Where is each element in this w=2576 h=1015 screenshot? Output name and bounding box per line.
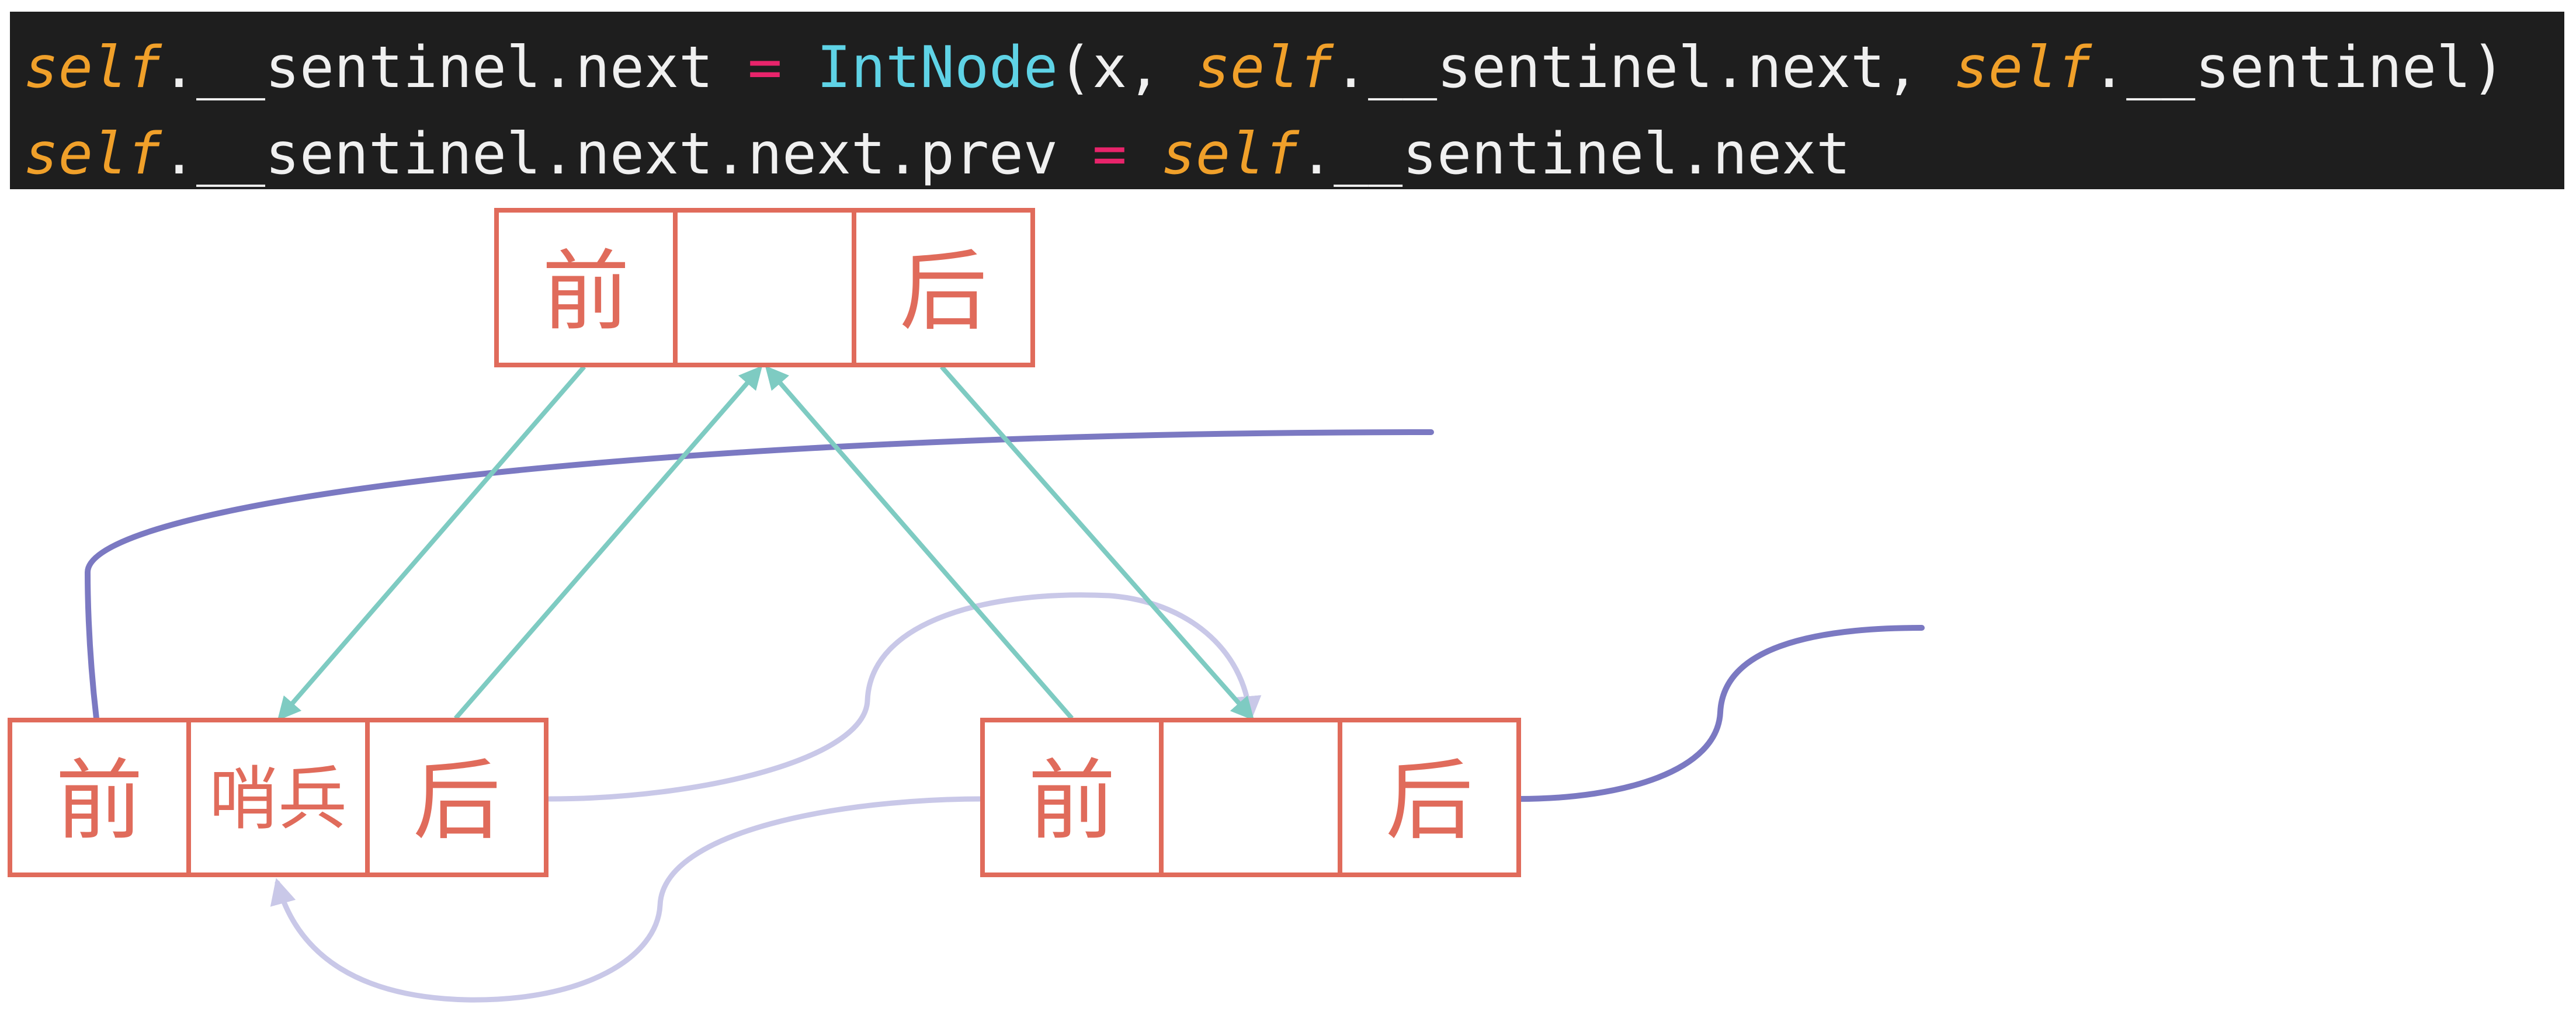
sentinel-next-label: 后 — [413, 750, 501, 852]
code-token: .__sentinel.next — [1299, 121, 1851, 187]
code-token: (x, — [1058, 34, 1196, 101]
code-line-1: self.__sentinel.next = IntNode(x, self._… — [24, 33, 2505, 103]
sentinel-item-cell — [186, 718, 370, 877]
code-token: .__sentinel.next, — [1334, 34, 1954, 101]
new-node-next-cell — [852, 208, 1035, 367]
code-line-2: self.__sentinel.next.next.prev = self.__… — [24, 119, 1851, 189]
new-node: 前 后 — [494, 208, 1035, 367]
code-token: IntNode — [817, 34, 1058, 101]
code-panel: self.__sentinel.next = IntNode(x, self._… — [10, 12, 2564, 189]
code-token: .__sentinel.next.next.prev — [162, 121, 1093, 187]
sentinel-prev-cell — [8, 718, 191, 877]
code-token: = — [1092, 121, 1127, 187]
code-token: .__sentinel) — [2092, 34, 2506, 101]
new-node-prev-label: 前 — [542, 241, 630, 343]
new-node-next-label: 后 — [900, 241, 987, 343]
new-node-item-cell — [673, 208, 856, 367]
code-token: self — [1161, 121, 1300, 187]
sentinel-prev-label: 前 — [55, 750, 143, 852]
old-first-prev-curve — [270, 796, 984, 1003]
old-first-node: 前 后 — [980, 718, 1521, 877]
code-token: self — [1954, 34, 2092, 101]
code-token: .__sentinel.next — [162, 34, 748, 101]
code-token: self — [24, 34, 162, 101]
old-sentinel-next-curve — [546, 592, 1262, 802]
sentinel-prev-link-curve — [84, 429, 1434, 721]
code-token: = — [748, 34, 783, 101]
sentinel-next-arrow — [453, 365, 763, 720]
code-token: self — [1196, 34, 1334, 101]
sentinel-node: 前 哨兵 后 — [8, 718, 548, 877]
old-first-prev-label: 前 — [1028, 750, 1116, 852]
old-first-prev-cell — [980, 718, 1164, 877]
old-first-item-cell — [1159, 718, 1342, 877]
sentinel-next-cell — [365, 718, 548, 877]
sentinel-item-label: 哨兵 — [209, 759, 347, 839]
old-first-prev-arrow — [765, 365, 1074, 720]
old-first-next-label: 后 — [1386, 750, 1473, 852]
old-first-next-link-curve — [1516, 625, 1925, 802]
new-node-next-arrow — [940, 365, 1255, 721]
old-first-next-cell — [1338, 718, 1521, 877]
code-token: self — [24, 121, 162, 187]
new-node-prev-arrow — [277, 365, 586, 721]
